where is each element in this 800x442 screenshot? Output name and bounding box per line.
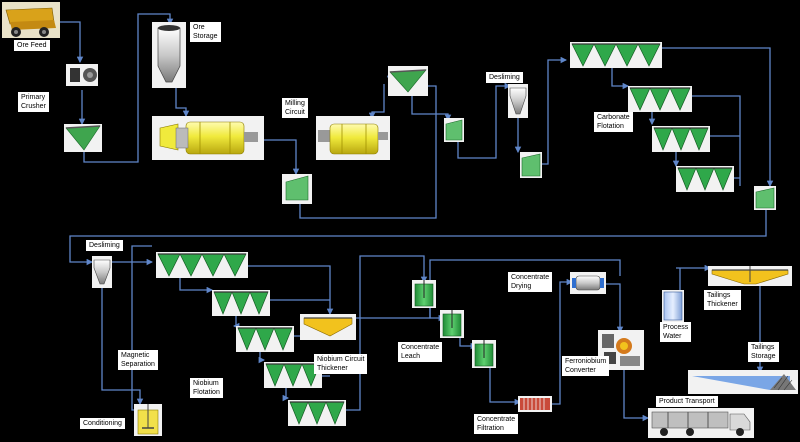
dryer-icon (570, 272, 606, 294)
label-concentrate-drying: Concentrate Drying (508, 272, 553, 292)
leach-tank-3-icon (472, 340, 496, 368)
tailings-thickener-icon (708, 266, 792, 286)
flotation-cell-banks (156, 42, 734, 426)
label-magnetic-separation: Magnetic Separation (118, 350, 158, 370)
process-water-tank-icon (662, 290, 684, 322)
label-desliming-2: Desliming (86, 240, 123, 251)
flotation-bank-7-icon (236, 326, 294, 352)
flotation-bank-1-icon (570, 42, 662, 68)
flotation-bank-6-icon (212, 290, 270, 316)
label-ferroniobium-converter: Ferroniobium Converter (562, 356, 610, 376)
flotation-bank-9-icon (288, 400, 346, 426)
desliming-cyclone-1-icon (508, 84, 528, 118)
product-truck-icon (648, 408, 754, 438)
flotation-bank-3-icon (652, 126, 710, 152)
leach-tank-1-icon (412, 280, 436, 308)
label-product-transport: Product Transport (656, 396, 718, 407)
cyclone-classifier-3-icon (520, 152, 542, 178)
tailings-storage-dam-icon (688, 370, 798, 394)
flotation-bank-4-icon (676, 166, 734, 192)
ore-storage-silo-icon (152, 22, 186, 88)
filter-press-icon (518, 396, 552, 412)
flotation-bank-2-icon (628, 86, 692, 112)
label-tailings-storage: Tailings Storage (748, 342, 779, 362)
label-concentrate-filtration: Concentrate Filtration (474, 414, 519, 434)
leach-tank-2-icon (440, 310, 464, 338)
converter-icon (598, 330, 644, 370)
cyclone-classifier-1-icon (282, 174, 312, 204)
label-ore-storage: Ore Storage (190, 22, 221, 42)
ball-mill-2-icon (316, 116, 390, 160)
conditioning-tank-icon (134, 404, 162, 436)
cyclone-classifier-4-icon (754, 186, 776, 210)
label-niobium-flotation: Niobium Flotation (190, 378, 223, 398)
flotation-bank-8-icon (264, 362, 322, 388)
milling-screen-icon (388, 66, 428, 96)
label-concentrate-leach: Concentrate Leach (398, 342, 443, 362)
primary-crusher-icon (66, 64, 98, 86)
label-desliming-1: Desliming (486, 72, 523, 83)
label-carbonate-flotation: Carbonate Flotation (594, 112, 633, 132)
label-conditioning: Conditioning (80, 418, 125, 429)
flotation-bank-5-icon (156, 252, 248, 278)
label-tailings-thickener: Tailings Thickener (704, 290, 741, 310)
label-niobium-circuit-thickener: Niobium Circuit Thickener (314, 354, 368, 374)
desliming-cyclone-2-icon (92, 256, 112, 288)
cyclone-classifier-2-icon (444, 118, 464, 142)
label-process-water: Process Water (660, 322, 692, 342)
ball-mill-1-icon (152, 116, 264, 160)
label-primary-crusher: Primary Crusher (18, 92, 49, 112)
niobium-thickener-icon (300, 314, 356, 340)
primary-screen-icon (64, 124, 102, 152)
haul-truck-icon (2, 2, 60, 38)
label-milling-circuit: Milling Circuit (282, 98, 308, 118)
label-ore-feed: Ore Feed (14, 40, 50, 51)
